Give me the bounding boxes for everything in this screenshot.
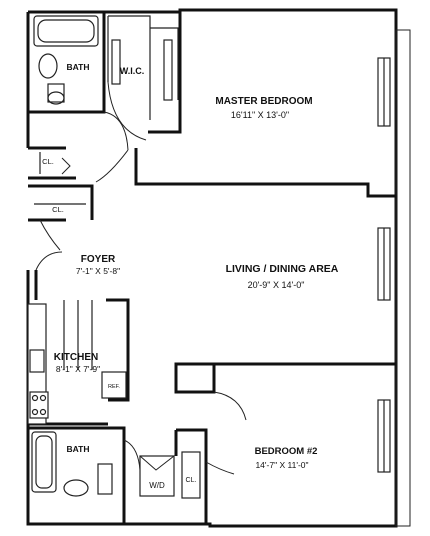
bedroom2-label: BEDROOM #2: [255, 446, 318, 457]
refrigerator-label: REF.: [108, 384, 120, 390]
bedroom2-dims: 14'-7" X 11'-0": [255, 460, 308, 470]
wic-outline: [107, 15, 179, 120]
wic-shelf: [111, 39, 121, 85]
closet-c-label: CL.: [186, 477, 197, 484]
refrigerator: [101, 371, 127, 399]
toilet-bottom: [63, 479, 89, 497]
washer-dryer-label: W/D: [149, 481, 165, 490]
closet-b-label: CL.: [52, 205, 64, 214]
living-dining-dims: 20'-9" X 14'-0": [248, 280, 305, 290]
master-bedroom-label: MASTER BEDROOM: [215, 96, 312, 107]
closet-b-door: [39, 219, 61, 251]
master-bedroom-dims: 16'11" X 13'-0": [231, 110, 289, 120]
entry-wall: [26, 270, 38, 300]
bedroom2-door-swing: [213, 391, 247, 421]
closet-a-label: CL.: [42, 157, 54, 166]
entry-door-swing: [35, 251, 63, 271]
exterior-facade: [395, 29, 411, 527]
wic-shelf-2: [163, 39, 173, 101]
bath-bottom-door: [123, 439, 141, 471]
bedroom2-walls: [174, 362, 216, 524]
kitchen-stove: [29, 391, 49, 419]
closet-b-walls: [28, 184, 94, 222]
closet-c: [181, 451, 201, 499]
toilet-top: [47, 83, 65, 103]
kitchen-dims: 8'-1" X 7'-9": [56, 364, 100, 374]
closet-a-door: [61, 157, 71, 175]
bath-bottom-walls: [26, 424, 126, 524]
bathtub-bottom: [31, 431, 57, 493]
bath-top-label: BATH: [67, 62, 90, 72]
master-bedroom-walls: [134, 12, 396, 198]
washer-dryer-closet: [139, 455, 175, 497]
kitchen-sink: [29, 349, 45, 373]
living-dining-label: LIVING / DINING AREA: [226, 263, 339, 275]
bath-bottom-label: BATH: [67, 444, 90, 454]
wic-door-swing: [107, 81, 147, 141]
sink-bottom: [97, 463, 113, 495]
closet-a-walls: [28, 146, 76, 180]
foyer-label: FOYER: [81, 254, 116, 265]
foyer-door-swing: [95, 149, 129, 183]
bathtub-top: [33, 15, 99, 47]
wic-label: W.I.C.: [120, 66, 145, 76]
wd-door: [139, 455, 175, 471]
sink-top: [38, 53, 58, 79]
closet-c-door: [205, 461, 235, 475]
bath-top-door-swing: [103, 111, 129, 151]
foyer-dims: 7'-1" X 5'-8": [76, 266, 120, 276]
kitchen-label: KITCHEN: [54, 352, 98, 363]
